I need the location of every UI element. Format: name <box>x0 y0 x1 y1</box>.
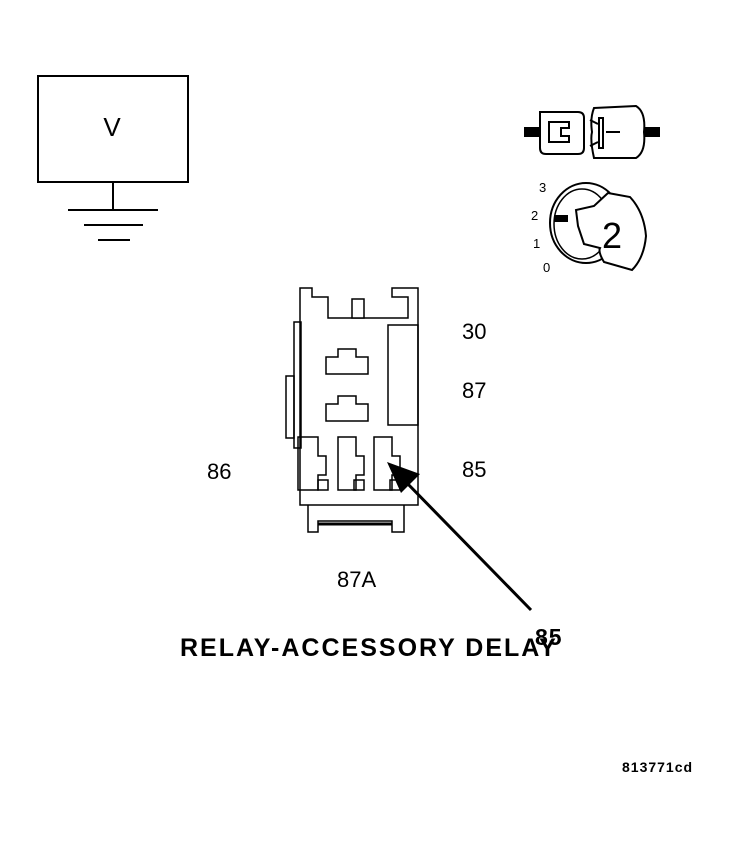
ignition-key-icon <box>574 191 648 272</box>
callout-title: RELAY-ACCESSORY DELAY <box>180 634 558 662</box>
pin-87a-terminal <box>325 395 369 422</box>
relay-connector <box>285 287 419 533</box>
ground-icon <box>68 182 158 241</box>
ignition-position-0: 0 <box>543 260 550 275</box>
pin-87-lower-terminal <box>337 436 365 491</box>
pin-label-87: 87 <box>462 378 486 403</box>
pin-label-85: 85 <box>462 457 486 482</box>
voltmeter: V <box>37 75 189 183</box>
ignition-position-2: 2 <box>531 208 538 223</box>
voltmeter-symbol: V <box>103 112 121 142</box>
connector-icon <box>524 104 660 159</box>
callout-pin: 85 <box>535 624 563 650</box>
pin-87-terminal <box>325 348 369 375</box>
ignition-position-3: 3 <box>539 180 546 195</box>
callout-arrow <box>387 462 533 612</box>
ignition-position-1: 1 <box>533 236 540 251</box>
figure-id: 813771cd <box>622 759 693 775</box>
ignition-position-marker <box>554 215 568 222</box>
pin-86-terminal <box>297 436 327 491</box>
pin-label-86: 86 <box>207 459 231 484</box>
relay-outline <box>299 287 419 506</box>
pin-30-slot <box>387 324 419 426</box>
ignition-current-position: 2 <box>602 215 622 256</box>
ignition-switch-icon: 3 2 1 0 2 <box>531 180 648 275</box>
pin-label-87a: 87A <box>337 567 376 592</box>
voltmeter-box <box>37 75 189 183</box>
pin-label-30: 30 <box>462 319 486 344</box>
relay-bottom-latch <box>307 505 405 533</box>
